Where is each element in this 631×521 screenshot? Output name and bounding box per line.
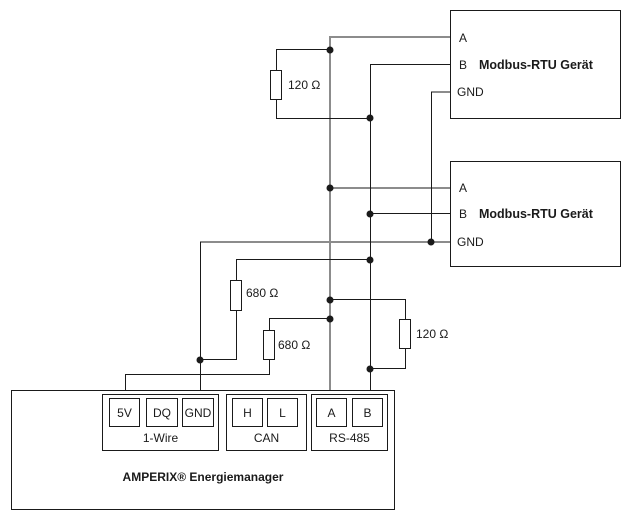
terminal-1wire-5v: 5V [109, 398, 140, 427]
connector-label-1wire: 1-Wire [142, 431, 179, 445]
wire-device1-gnd-stub [431, 91, 450, 93]
junction-dot [366, 114, 374, 122]
wire-r680a-bot-h [200, 359, 237, 360]
junction-dot [326, 296, 334, 304]
resistor-body-680-lower [263, 330, 275, 360]
wire-r680b-bot-v [269, 360, 270, 375]
terminal-rs485-b: B [352, 398, 383, 427]
connector-label-can: CAN [253, 431, 280, 445]
junction-dot [366, 210, 374, 218]
energiemanager-title: AMPERIX® Energiemanager [122, 470, 284, 484]
wire-r680a-top-v [236, 260, 237, 280]
wire-r680b-top-h [269, 318, 331, 319]
wire-b-bus [370, 64, 371, 398]
junction-dot [326, 46, 334, 54]
junction-dot [366, 365, 374, 373]
wire-r680a-top-h [236, 259, 371, 260]
wire-device1-b-stub [370, 64, 450, 65]
junction-dot [366, 256, 374, 264]
wire-device2-a-stub [331, 187, 450, 189]
wire-a-bus [329, 36, 331, 398]
wire-r120-top-v [276, 50, 277, 70]
wire-r120b-bot-v [405, 349, 406, 369]
wire-device1-gnd-vertical [431, 92, 432, 242]
resistor-label-680-lower: 680 Ω [278, 338, 311, 352]
resistor-body-680-upper [230, 280, 242, 311]
resistor-label-120-top: 120 Ω [288, 78, 321, 92]
resistor-label-680-upper: 680 Ω [246, 286, 279, 300]
wire-gnd-bus-vertical [200, 242, 201, 398]
device2-terminal-b: B [459, 207, 468, 221]
device2-terminal-gnd: GND [457, 235, 484, 249]
wire-r680b-to-5v [125, 375, 126, 398]
wire-r120b-bot-h [370, 368, 406, 369]
resistor-body-120-top [270, 70, 282, 100]
terminal-1wire-dq: DQ [146, 398, 178, 427]
wire-r120b-top-v [405, 300, 406, 320]
resistor-label-120-bottom: 120 Ω [416, 327, 449, 341]
modbus-device-1-box [450, 10, 621, 119]
junction-dot [326, 315, 334, 323]
wire-device2-b-stub [370, 213, 451, 214]
wire-r120-bot-v [276, 100, 277, 119]
wire-r680b-bot-h [125, 374, 270, 375]
terminal-1wire-gnd: GND [182, 398, 214, 427]
terminal-can-l: L [267, 398, 298, 427]
terminal-can-h: H [232, 398, 263, 427]
wire-r120-bot-h [276, 118, 371, 119]
device2-title: Modbus-RTU Gerät [479, 207, 593, 221]
device1-terminal-gnd: GND [457, 85, 484, 99]
resistor-body-120-bottom [399, 319, 411, 349]
wire-r120b-top-h [330, 299, 406, 300]
terminal-rs485-a: A [316, 398, 347, 427]
device1-terminal-a: A [459, 31, 468, 45]
wire-r680b-top-v [269, 319, 270, 330]
modbus-device-2-box [450, 161, 621, 267]
junction-dot [326, 184, 334, 192]
wire-r120-top-h [276, 49, 331, 50]
junction-dot [196, 356, 204, 364]
wire-gnd-bus-horizontal [200, 241, 451, 243]
wire-r680a-bot-v [236, 311, 237, 360]
connector-label-rs485: RS-485 [329, 431, 370, 445]
device2-terminal-a: A [459, 181, 468, 195]
wire-device1-a-stub [330, 36, 450, 38]
junction-dot [427, 238, 435, 246]
device1-terminal-b: B [459, 58, 468, 72]
device1-title: Modbus-RTU Gerät [479, 58, 593, 72]
